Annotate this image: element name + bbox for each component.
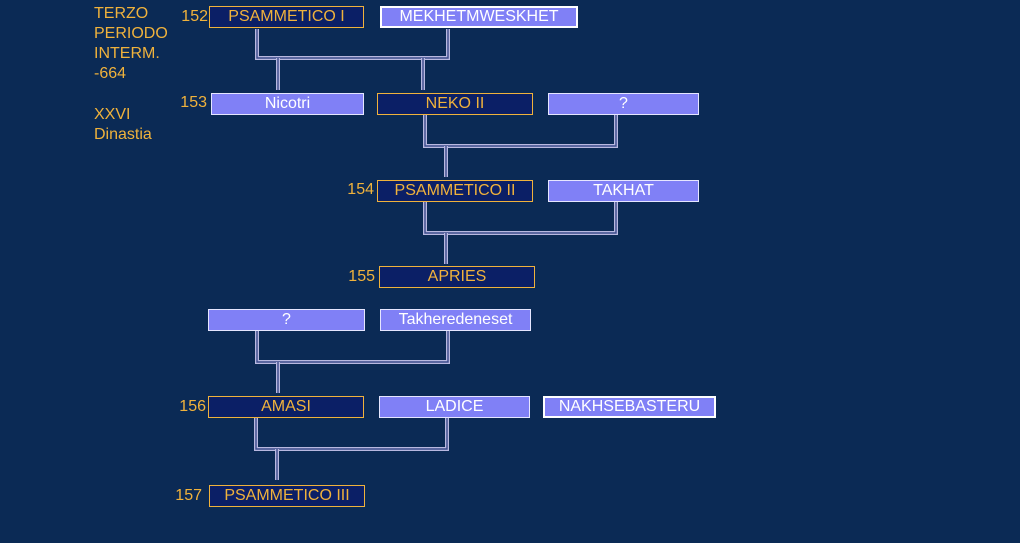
spouse-box-153b: ?	[548, 93, 699, 115]
ruler-box-152: PSAMMETICO I	[209, 6, 364, 28]
spouse-box-154: TAKHAT	[548, 180, 699, 202]
dynasty-label: XXVI Dinastia	[94, 106, 152, 143]
connector-unknown-parents	[255, 331, 450, 393]
ruler-box-156: AMASI	[208, 396, 364, 418]
generation-number-154: 154	[347, 181, 374, 198]
parent-box-unknown: ?	[208, 309, 365, 331]
ruler-box-157: PSAMMETICO III	[209, 485, 365, 507]
ruler-box-155: APRIES	[379, 266, 535, 288]
spouse-box-156a: LADICE	[379, 396, 530, 418]
generation-number-155: 155	[348, 268, 375, 285]
connector-152	[255, 29, 450, 90]
generation-number-156: 156	[179, 398, 206, 415]
spouse-box-152: MEKHETMWESKHET	[380, 6, 578, 28]
connector-153	[423, 115, 618, 177]
period-label: TERZO PERIODO INTERM. -664	[94, 5, 168, 82]
generation-number-157: 157	[175, 487, 202, 504]
spouse-box-153a: Nicotri	[211, 93, 364, 115]
generation-number-153: 153	[180, 94, 207, 111]
parent-box-takheredeneset: Takheredeneset	[380, 309, 531, 331]
ruler-box-153: NEKO II	[377, 93, 533, 115]
connector-156	[254, 418, 449, 480]
spouse-box-156b: NAKHSEBASTERU	[543, 396, 716, 418]
generation-number-152: 152	[181, 8, 208, 25]
ruler-box-154: PSAMMETICO II	[377, 180, 533, 202]
connector-154	[423, 202, 618, 264]
